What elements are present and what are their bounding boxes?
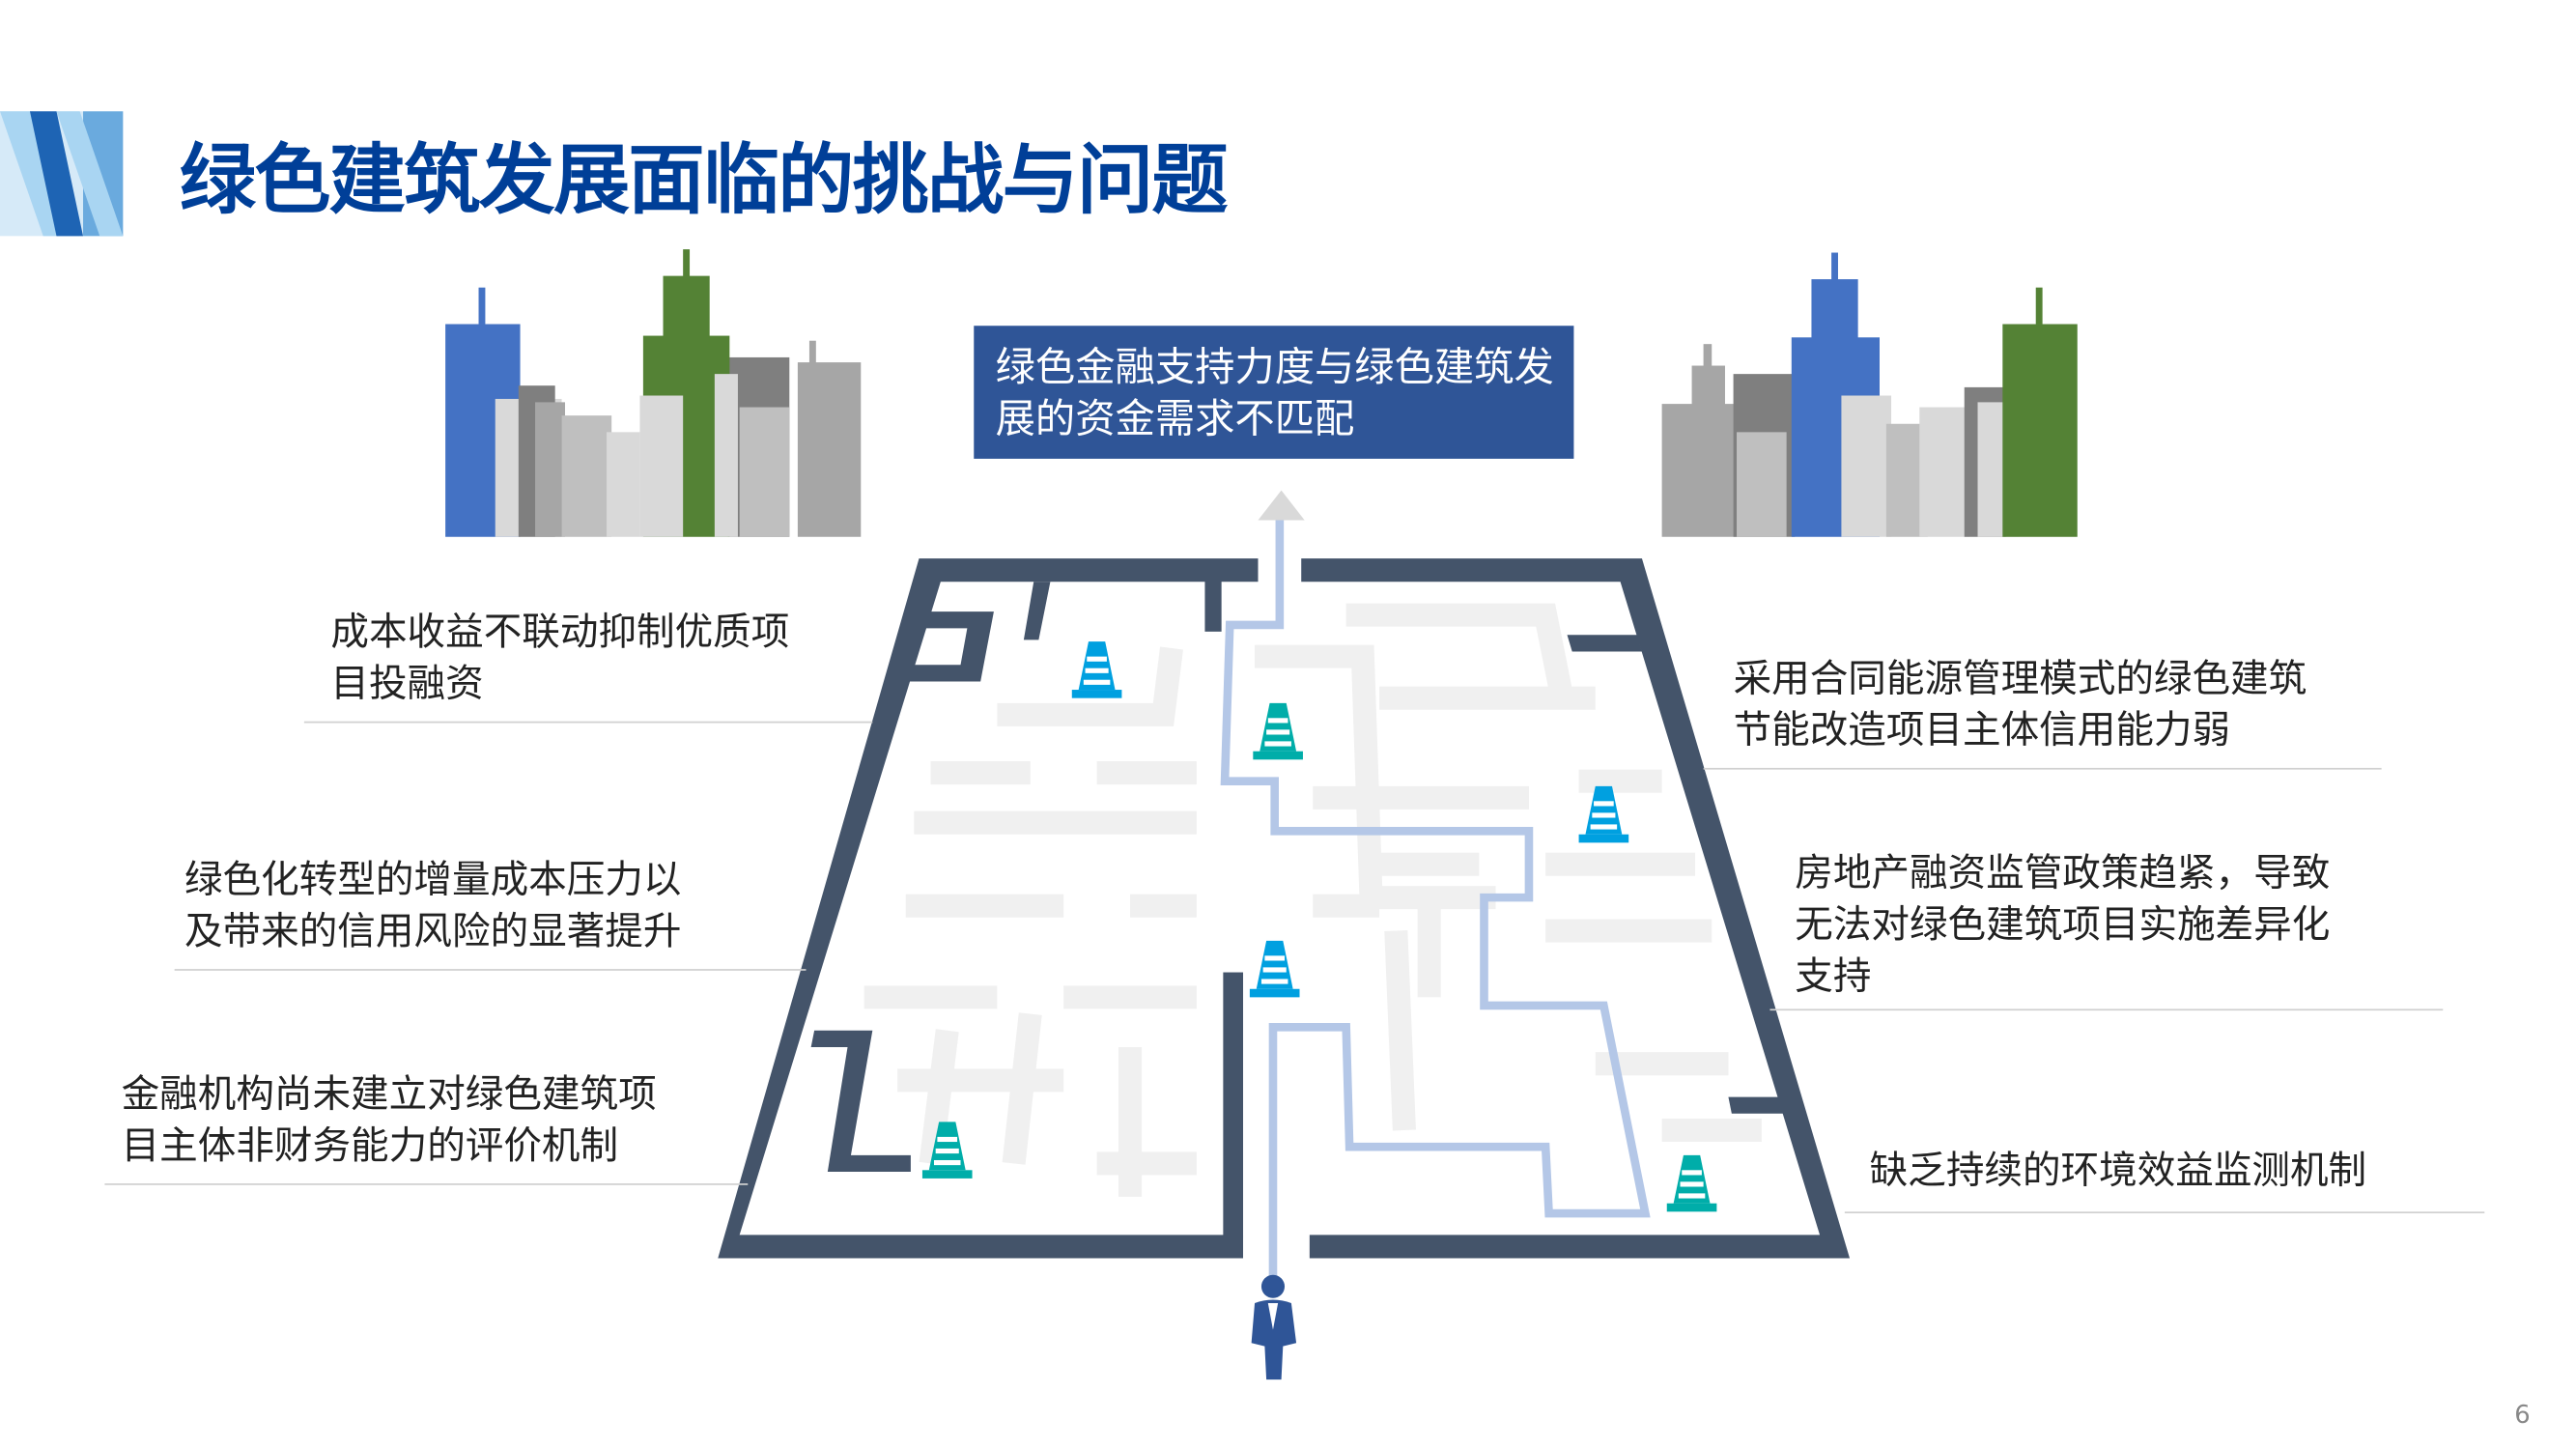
divider <box>1769 1009 2444 1011</box>
maze-outer-walls <box>718 558 1851 1259</box>
challenge-label: 采用合同能源管理模式的绿色建筑 节能改造项目主体信用能力弱 <box>1733 658 2307 753</box>
page-title: 绿色建筑发展面临的挑战与问题 <box>179 134 1229 225</box>
divider <box>1703 767 2382 770</box>
traffic-cone-icon <box>1578 785 1629 843</box>
businessman-icon <box>1251 1274 1297 1380</box>
right-city-icon <box>1661 252 2078 537</box>
goal-box: 绿色金融支持力度与绿色建筑发展的资金需求不匹配 <box>974 326 1574 459</box>
traffic-cone-icon <box>921 1122 973 1179</box>
traffic-cone-icon <box>1253 702 1303 760</box>
arrow-up-icon <box>1258 490 1305 521</box>
challenge-label: 缺乏持续的环境效益监测机制 <box>1869 1150 2367 1194</box>
divider <box>104 1183 749 1185</box>
challenge-label: 金融机构尚未建立对绿色建筑项 目主体非财务能力的评价机制 <box>121 1073 657 1169</box>
divider <box>174 969 807 971</box>
challenge-label: 成本收益不联动抑制优质项 目投融资 <box>330 611 790 707</box>
traffic-cone-icon <box>1071 641 1122 698</box>
challenge-label: 房地产融资监管政策趋紧，导致 无法对绿色建筑项目实施差异化 支持 <box>1795 852 2331 1000</box>
divider <box>1844 1211 2485 1214</box>
left-city-icon <box>445 249 862 537</box>
logo-icon <box>0 111 124 237</box>
traffic-cone-icon <box>1249 940 1300 998</box>
challenge-label: 绿色化转型的增量成本压力以 及带来的信用风险的显著提升 <box>184 859 682 954</box>
maze-path <box>1220 518 1651 1280</box>
page-number: 6 <box>2514 1399 2531 1430</box>
divider <box>303 721 873 724</box>
maze-inner-walls <box>863 603 1762 1197</box>
traffic-cone-icon <box>1666 1154 1717 1212</box>
